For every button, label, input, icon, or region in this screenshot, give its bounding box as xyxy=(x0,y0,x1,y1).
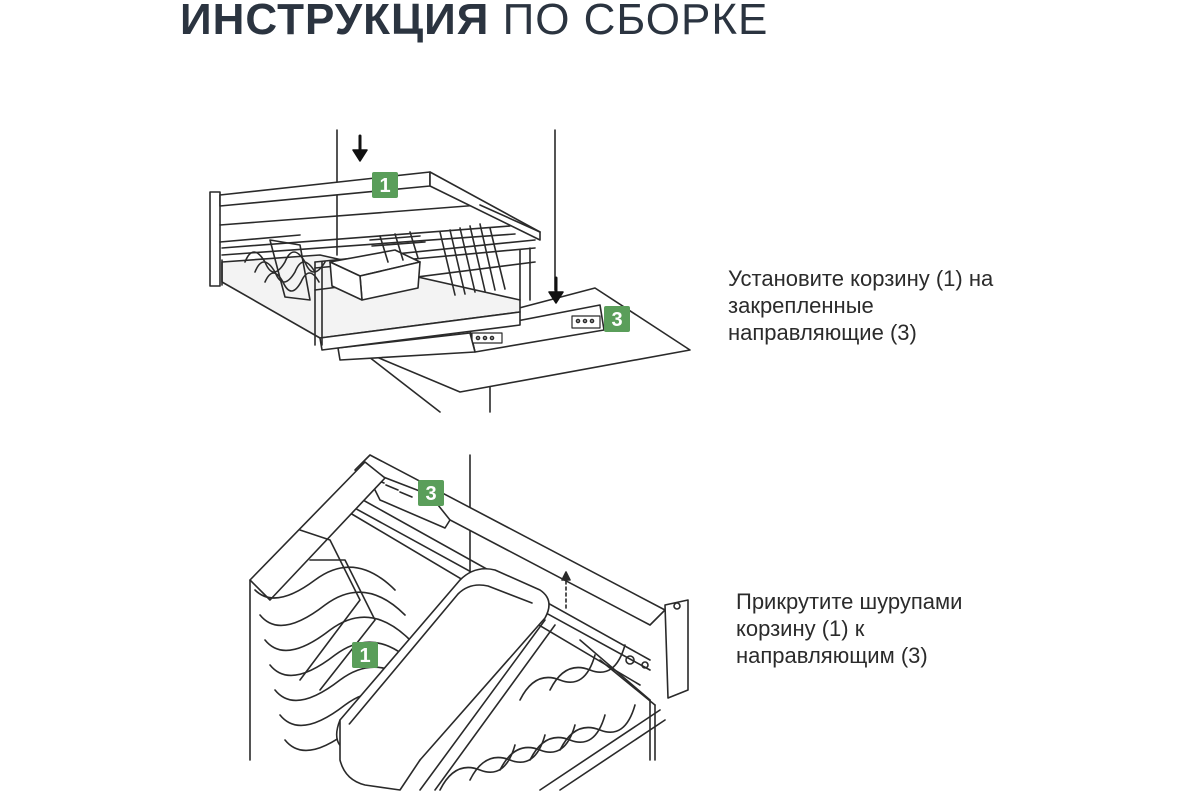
badge-rail-step1 xyxy=(604,306,630,332)
down-arrow-icon xyxy=(352,134,368,162)
step1-instruction: Установите корзину (1) на закрепленные н… xyxy=(728,265,1058,346)
basket-left-side xyxy=(219,171,431,207)
title-light: ПО СБОРКЕ xyxy=(502,0,769,44)
step2-instruction: Прикрутите шурупами корзину (1) к направ… xyxy=(736,588,1066,669)
basket-side-panel xyxy=(664,599,689,699)
basket-front-panel xyxy=(209,191,221,287)
step2-line: Прикрутите шурупами xyxy=(736,589,963,614)
badge-label-rail-1: 3 xyxy=(611,309,622,331)
step1-line: закрепленные xyxy=(728,293,874,318)
page-title: ИНСТРУКЦИЯ ПО СБОРКЕ xyxy=(180,0,768,46)
title-bold: ИНСТРУКЦИЯ xyxy=(180,0,490,44)
cutlery-tray xyxy=(335,567,550,791)
down-arrow-icon xyxy=(548,276,564,304)
badge-label-basket-1: 1 xyxy=(379,175,390,197)
step2-line: корзину (1) к xyxy=(736,616,865,641)
step1-illustration xyxy=(209,129,691,413)
step2-illustration xyxy=(249,454,689,791)
badge-basket-step1 xyxy=(372,172,398,198)
badge-label-rail-2: 3 xyxy=(425,483,436,505)
step1-line: Установите корзину (1) на xyxy=(728,266,994,291)
badge-basket-step2 xyxy=(352,642,378,668)
step2-line: направляющим (3) xyxy=(736,643,928,668)
step1-line: направляющие (3) xyxy=(728,320,917,345)
badge-rail-step2 xyxy=(418,480,444,506)
badge-label-basket-2: 1 xyxy=(359,645,370,667)
